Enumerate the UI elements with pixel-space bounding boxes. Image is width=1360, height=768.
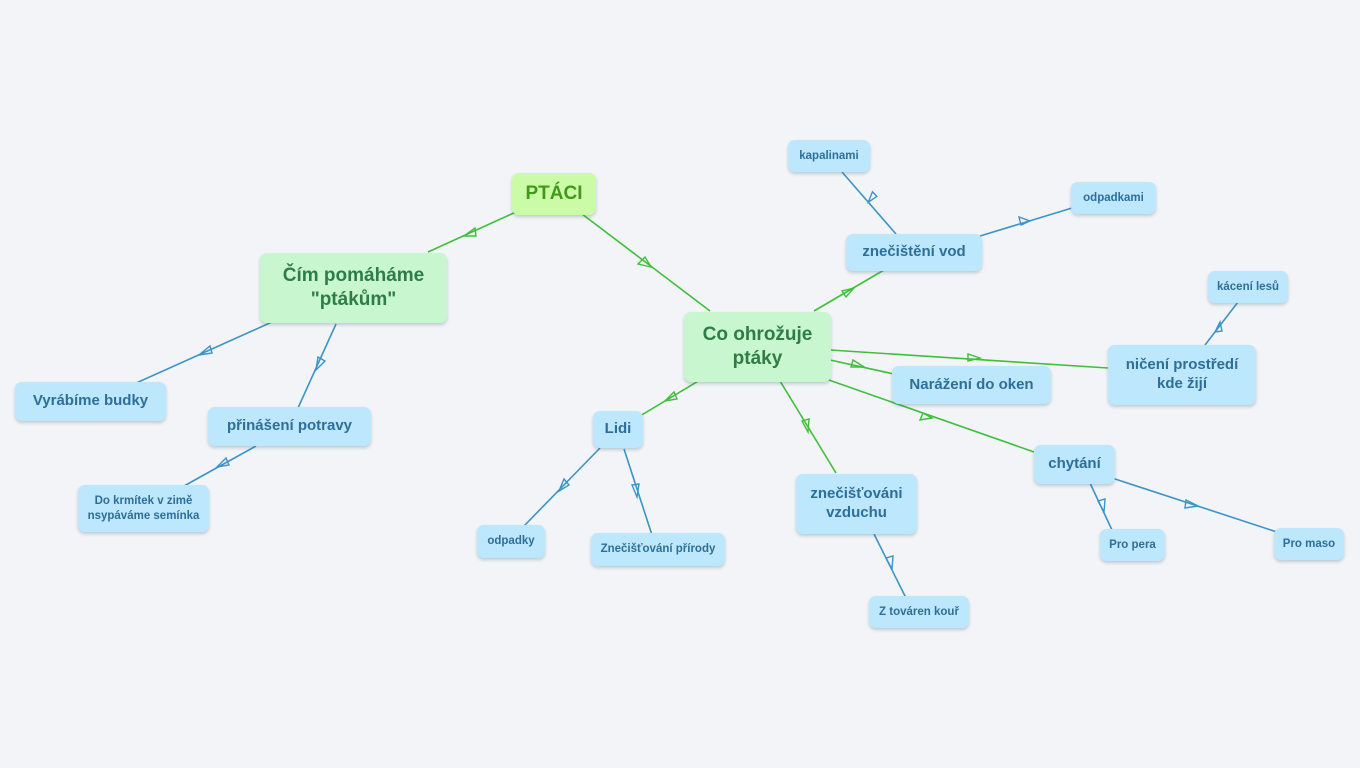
arrow-threat-okna bbox=[850, 358, 867, 368]
edge-threat-chytani bbox=[825, 378, 1035, 453]
node-threats[interactable]: Co ohrožuje ptáky bbox=[684, 312, 831, 382]
arrow-root-help bbox=[461, 226, 477, 237]
arrow-threat-vod bbox=[840, 286, 857, 299]
edge-threat-lidi bbox=[639, 379, 701, 417]
node-kaceni-lesu[interactable]: kácení lesů bbox=[1208, 271, 1288, 303]
arrow-chytani-pera bbox=[1096, 498, 1106, 515]
node-odpadky[interactable]: odpadky bbox=[477, 525, 545, 558]
edge-root-threat bbox=[581, 213, 711, 312]
edge-help-budky bbox=[133, 321, 273, 385]
node-prinaseni-potravy[interactable]: přinášení potravy bbox=[208, 407, 371, 446]
arrow-vzduch-tovaren bbox=[884, 555, 894, 572]
arrow-threat-chytani bbox=[918, 412, 935, 421]
arrow-chytani-maso bbox=[1184, 498, 1201, 509]
arrow-vod-odpadkami bbox=[1018, 215, 1032, 226]
edge-root-help bbox=[427, 211, 517, 253]
node-znecistovani-prirody[interactable]: Znečišťování přírody bbox=[591, 533, 725, 566]
arrow-lidi-priroda bbox=[631, 483, 640, 500]
arrow-vod-kapalinami bbox=[866, 190, 878, 205]
edge-threat-vod bbox=[813, 269, 885, 312]
node-znecistovani-vzduchu[interactable]: znečišťováni vzduchu bbox=[796, 474, 917, 534]
edge-vod-kapalinami bbox=[841, 171, 897, 235]
arrow-root-threat bbox=[636, 255, 653, 269]
node-odpadkami[interactable]: odpadkami bbox=[1071, 182, 1156, 214]
arrow-help-potravy bbox=[314, 355, 327, 373]
node-root[interactable]: PTÁCI bbox=[512, 173, 596, 215]
node-znecisteni-vod[interactable]: znečištění vod bbox=[846, 234, 982, 271]
arrow-threat-vzduch bbox=[800, 418, 810, 435]
node-pro-pera[interactable]: Pro pera bbox=[1100, 529, 1165, 561]
node-help-birds[interactable]: Čím pomáháme "ptákům" bbox=[260, 253, 447, 323]
node-pro-maso[interactable]: Pro maso bbox=[1274, 528, 1344, 560]
arrow-lidi-odpadky bbox=[557, 477, 571, 493]
arrow-threat-lidi bbox=[662, 390, 678, 403]
node-vyrabime-budky[interactable]: Vyrábíme budky bbox=[15, 382, 166, 421]
node-narazeni-do-oken[interactable]: Narážení do oken bbox=[892, 366, 1051, 404]
node-niceni-prostredi[interactable]: ničení prostředí kde žijí bbox=[1108, 345, 1256, 405]
edge-threat-niceni bbox=[829, 349, 1109, 369]
edge-niceni-kaceni bbox=[1204, 301, 1239, 346]
arrow-potravy-krmitek bbox=[214, 456, 230, 469]
edge-vod-odpadkami bbox=[979, 207, 1073, 237]
node-kapalinami[interactable]: kapalinami bbox=[788, 140, 870, 172]
arrow-threat-niceni bbox=[967, 353, 983, 362]
node-z-tovaren-kour[interactable]: Z továren kouř bbox=[869, 596, 969, 628]
node-chytani[interactable]: chytání bbox=[1034, 445, 1115, 484]
arrow-niceni-kaceni bbox=[1213, 319, 1223, 333]
node-krmitek[interactable]: Do krmítek v zimě nsypáváme semínka bbox=[78, 485, 209, 532]
node-lidi[interactable]: Lidi bbox=[593, 411, 643, 448]
arrow-help-budky bbox=[196, 344, 213, 357]
edge-lidi-odpadky bbox=[523, 447, 601, 527]
